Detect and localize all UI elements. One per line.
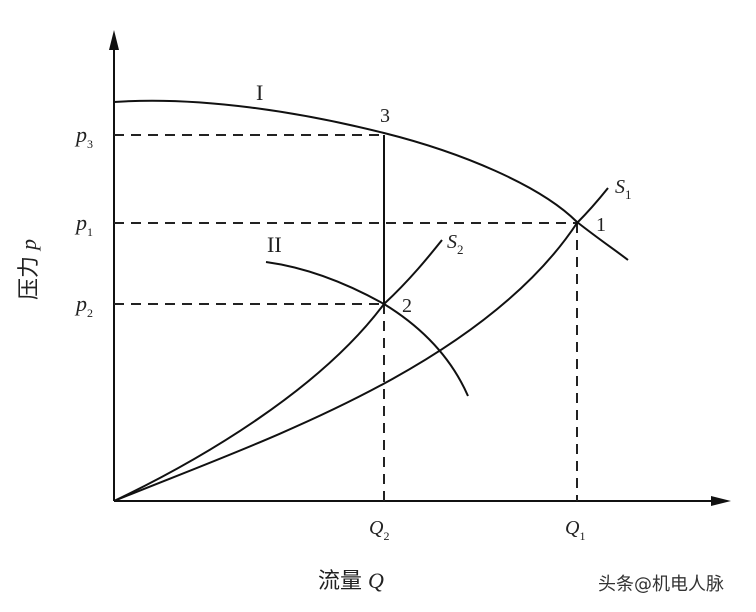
y-axis-title: 压力p <box>16 239 41 300</box>
x-axis-arrow-icon <box>711 496 731 506</box>
tick-p3: p3 <box>74 122 93 151</box>
curve-I <box>113 99 629 261</box>
tick-p1: p1 <box>74 210 93 239</box>
tick-p2: p2 <box>74 291 93 320</box>
S2-label: S2 <box>447 231 464 257</box>
curve-II-label: II <box>267 232 282 257</box>
y-axis-arrow-icon <box>109 30 119 50</box>
point-2-label: 2 <box>402 295 412 317</box>
svg-text:压力p: 压力p <box>16 239 41 300</box>
point-3-label: 3 <box>380 105 390 127</box>
curve-I-label: I <box>256 80 263 105</box>
curve-S2 <box>113 239 443 502</box>
tick-Q2: Q2 <box>369 517 389 543</box>
curve-II <box>265 261 469 397</box>
curve-S1 <box>113 187 609 502</box>
tick-Q1: Q1 <box>565 517 585 543</box>
watermark: 头条@机电人脉 <box>598 574 724 595</box>
S1-label: S1 <box>615 176 632 202</box>
point-1-label: 1 <box>596 214 606 236</box>
